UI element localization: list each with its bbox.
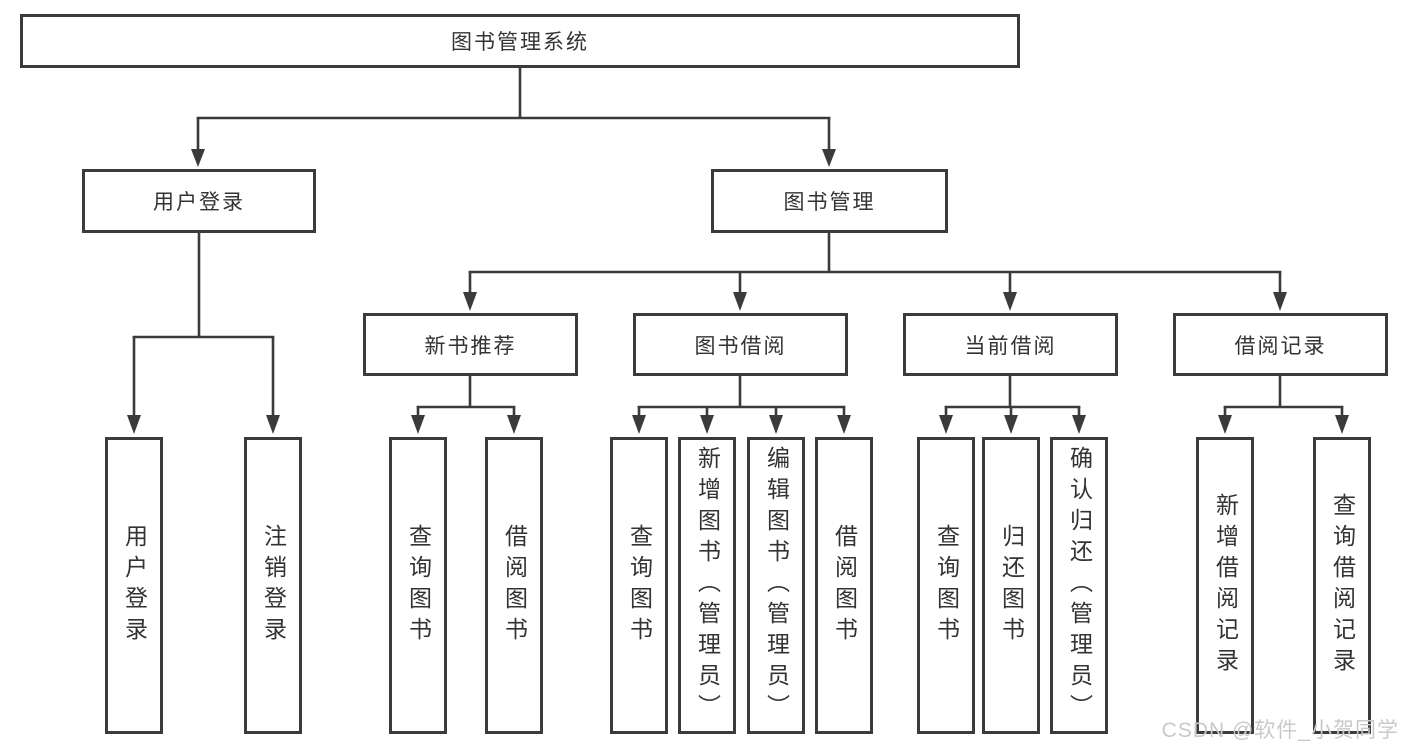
node-label: 借阅图书 (501, 523, 528, 648)
node-label: 确认归还（管理员） (1066, 446, 1093, 725)
node-label: 编辑图书（管理员） (763, 446, 790, 725)
connector-user-login-split (127, 232, 280, 434)
node-label: 用户登录 (121, 523, 148, 648)
node-label: 查询图书 (933, 523, 960, 648)
leaf-current-confirm-return-admin: 确认归还（管理员） (1050, 437, 1108, 734)
node-label: 用户登录 (153, 191, 245, 214)
leaf-borrowing-borrow-books: 借阅图书 (815, 437, 873, 734)
node-label: 当前借阅 (964, 334, 1057, 358)
node-user-login: 用户登录 (82, 169, 316, 233)
node-label: 新书推荐 (424, 334, 517, 358)
node-label: 查询图书 (405, 523, 432, 648)
connector-new-book-recommendation-split (411, 375, 521, 434)
node-book-borrowing: 图书借阅 (633, 313, 848, 376)
node-label: 查询借阅记录 (1329, 492, 1356, 679)
connector-root-split (191, 67, 836, 167)
leaf-records-query-borrow-record: 查询借阅记录 (1313, 437, 1371, 734)
leaf-user-login: 用户登录 (105, 437, 163, 734)
connector-book-borrowing-split (632, 375, 851, 434)
connector-borrowing-records-split (1218, 375, 1349, 434)
leaf-records-add-borrow-record: 新增借阅记录 (1196, 437, 1254, 734)
node-current-borrowing: 当前借阅 (903, 313, 1118, 376)
node-label: 图书借阅 (694, 334, 787, 358)
connector-book-management-split (463, 232, 1287, 311)
node-label: 新增图书（管理员） (694, 446, 721, 725)
node-label: 新增借阅记录 (1212, 492, 1239, 679)
node-new-book-recommendation: 新书推荐 (363, 313, 578, 376)
leaf-borrowing-edit-books-admin: 编辑图书（管理员） (747, 437, 805, 734)
csdn-watermark: CSDN @软件_小贺同学 (1161, 719, 1399, 742)
node-library-management-system: 图书管理系统 (20, 14, 1020, 68)
leaf-borrowing-query-books: 查询图书 (610, 437, 668, 734)
node-book-management: 图书管理 (711, 169, 948, 233)
connector-current-borrowing-split (939, 375, 1086, 434)
node-label: 图书管理 (783, 191, 876, 214)
leaf-current-query-books: 查询图书 (917, 437, 975, 734)
leaf-current-return-books: 归还图书 (982, 437, 1040, 734)
node-label: 注销登录 (260, 523, 287, 648)
node-label: 借阅记录 (1234, 334, 1327, 358)
node-label: 归还图书 (998, 523, 1025, 648)
node-label: 查询图书 (626, 523, 653, 648)
node-label: 图书管理系统 (451, 31, 589, 54)
leaf-recommend-borrow-books: 借阅图书 (485, 437, 543, 734)
node-borrowing-records: 借阅记录 (1173, 313, 1388, 376)
node-label: 借阅图书 (831, 523, 858, 648)
leaf-recommend-query-books: 查询图书 (389, 437, 447, 734)
leaf-borrowing-add-books-admin: 新增图书（管理员） (678, 437, 736, 734)
leaf-logout-login: 注销登录 (244, 437, 302, 734)
